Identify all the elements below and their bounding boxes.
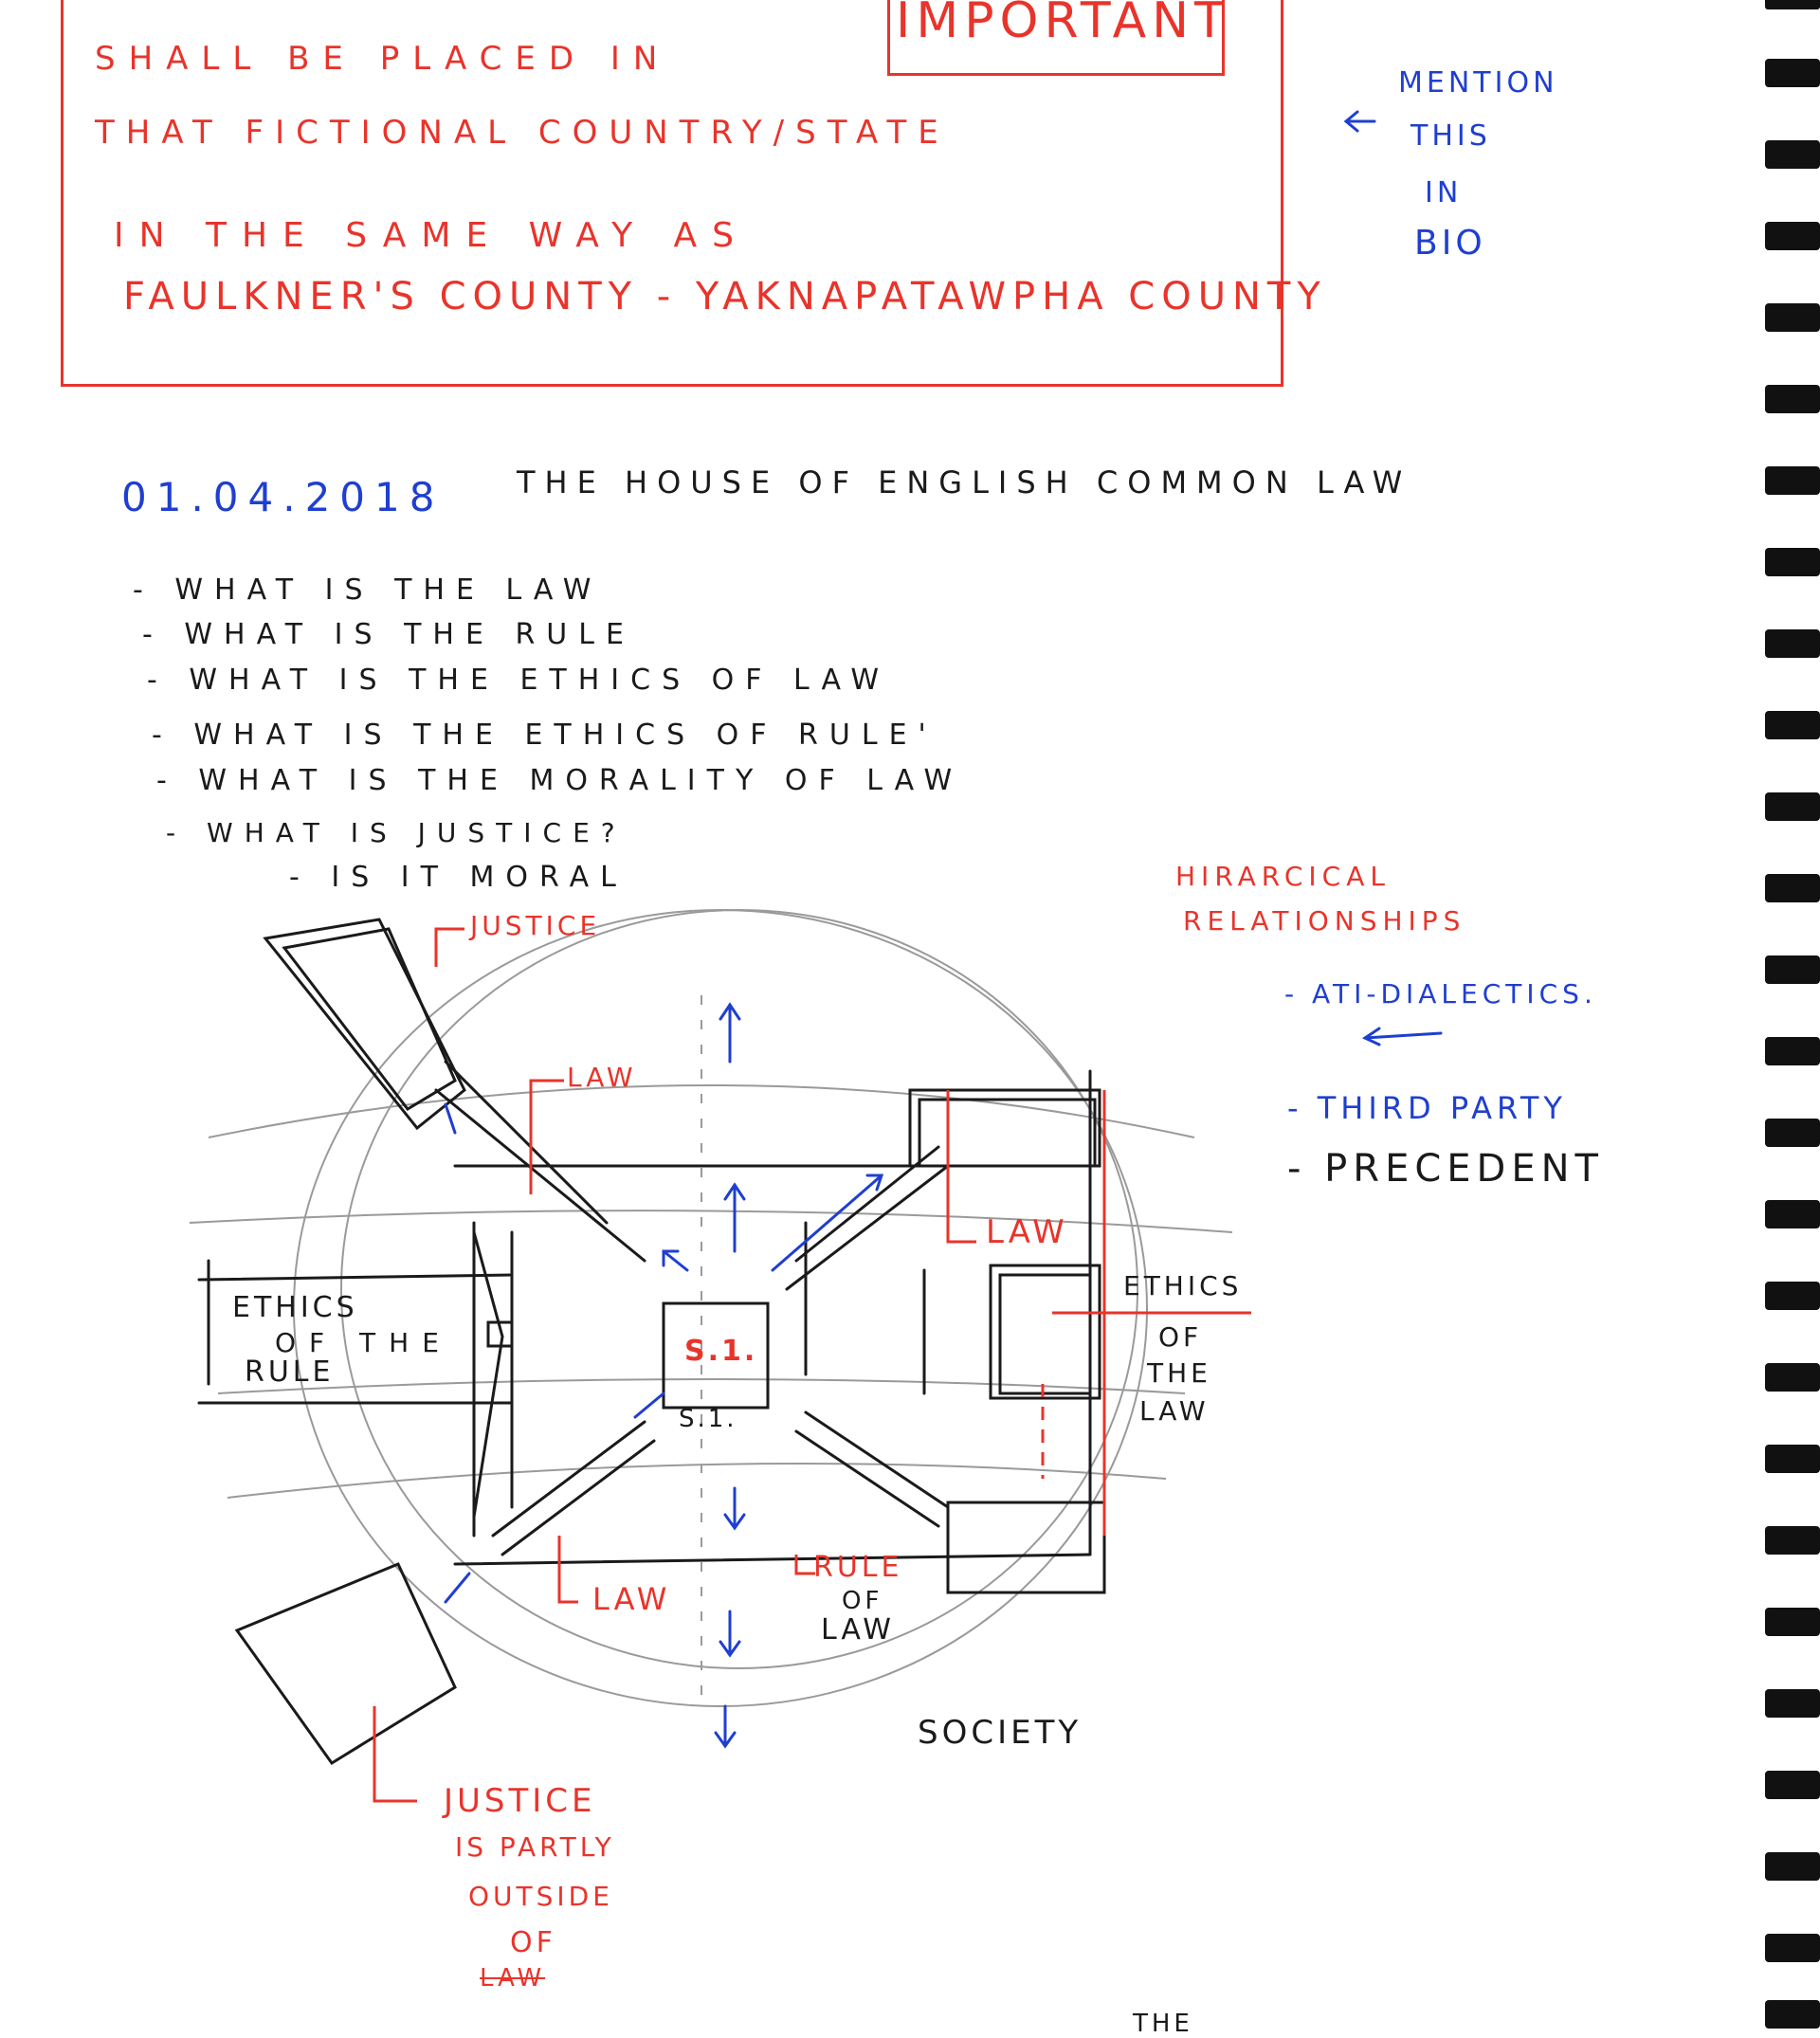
label-ethics-of-law-4: LAW — [1139, 1395, 1210, 1427]
important-line-2: THAT FICTIONAL COUNTRY/STATE — [95, 114, 950, 152]
label-ethics-of-rule-2: OF THE — [275, 1327, 452, 1358]
label-society: SOCIETY — [918, 1714, 1083, 1752]
important-tab-label: IMPORTANT — [896, 0, 1230, 49]
label-ethics-of-law-1: ETHICS — [1123, 1270, 1243, 1301]
red-brackets — [373, 927, 1251, 1803]
important-line-4: FAULKNER'S COUNTY - YAKNAPATAWPHA COUNTY — [123, 275, 1327, 318]
hierarchy-line-2: RELATIONSHIPS — [1183, 905, 1466, 937]
side-note-line-1: MENTION — [1398, 66, 1558, 100]
blue-arrows — [444, 110, 1443, 1749]
hierarchy-line-1: HIRARCICAL — [1175, 861, 1391, 892]
label-justice-top: JUSTICE — [470, 910, 601, 941]
label-ethics-of-law-3: THE — [1147, 1357, 1211, 1389]
question-3: - WHAT IS THE ETHICS OF LAW — [147, 664, 891, 697]
important-line-1: SHALL BE PLACED IN — [95, 40, 671, 78]
footer-fragment: THE — [1133, 2010, 1193, 2038]
question-1: - WHAT IS THE LAW — [133, 573, 603, 607]
label-ethics-of-rule-1: ETHICS — [232, 1291, 358, 1324]
label-center-s1: S.1. — [684, 1335, 758, 1368]
label-justice-outside-5: LAW — [480, 1964, 546, 1993]
label-rule-of-law-2: OF — [842, 1587, 883, 1615]
side-note-line-2: THIS — [1410, 119, 1491, 153]
question-5: - WHAT IS THE MORALITY OF LAW — [156, 764, 964, 797]
label-rule-of-law-1: RULE — [813, 1551, 903, 1584]
page-date: 01.04.2018 — [121, 474, 445, 520]
question-4: - WHAT IS THE ETHICS OF RULE' — [152, 719, 937, 752]
right-note-precedent: - PRECEDENT — [1287, 1147, 1604, 1191]
pencil-circles — [189, 909, 1233, 1707]
question-2: - WHAT IS THE RULE — [142, 618, 635, 651]
page-title: THE HOUSE OF ENGLISH COMMON LAW — [517, 464, 1412, 500]
important-line-3: IN THE SAME WAY AS — [114, 216, 750, 255]
label-justice-outside-4: OF — [510, 1926, 556, 1959]
house-structure — [197, 918, 1106, 1766]
question-7: - IS IT MORAL — [289, 861, 628, 894]
spiral-binding — [1765, 0, 1820, 2029]
right-note-dialectics: - ATI-DIALECTICS. — [1284, 978, 1597, 1010]
label-ethics-of-law-2: OF — [1158, 1321, 1203, 1353]
label-law-top-left: LAW — [567, 1062, 637, 1093]
label-justice-outside-2: IS PARTLY — [455, 1831, 615, 1863]
important-note-box — [61, 0, 1283, 387]
label-law-right: LAW — [986, 1213, 1068, 1251]
label-law-bottom-left: LAW — [592, 1581, 671, 1617]
right-note-third-party: - THIRD PARTY — [1287, 1090, 1567, 1126]
side-note-line-4: BIO — [1414, 224, 1486, 263]
label-ethics-of-rule-3: RULE — [245, 1356, 335, 1389]
side-note-line-3: IN — [1425, 176, 1463, 209]
question-6: - WHAT IS JUSTICE? — [166, 817, 627, 848]
label-justice-outside-1: JUSTICE — [444, 1782, 596, 1820]
label-center-s1-small: S.1. — [679, 1405, 737, 1433]
label-justice-outside-3: OUTSIDE — [468, 1881, 613, 1912]
label-rule-of-law-3: LAW — [821, 1613, 895, 1647]
important-tab — [887, 0, 1225, 76]
